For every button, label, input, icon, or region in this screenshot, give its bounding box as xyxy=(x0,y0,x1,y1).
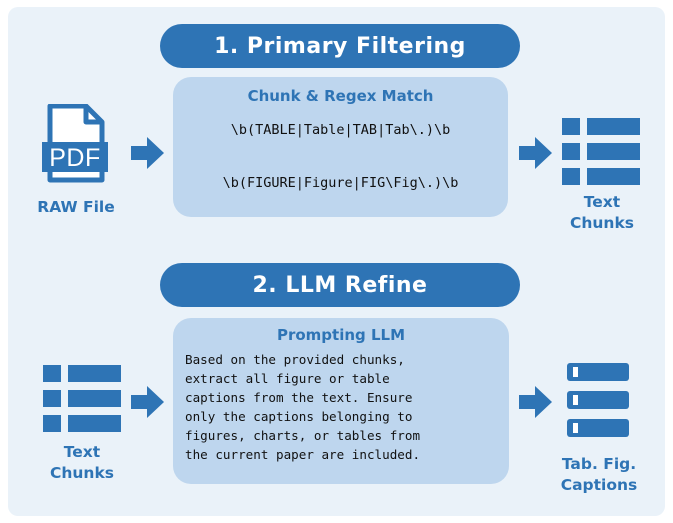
prompt-line: the current paper are included. xyxy=(185,447,421,462)
regex-table-pattern: \b(TABLE|Table|TAB|Tab\.)\b xyxy=(230,122,451,138)
regex-box-title: Chunk & Regex Match xyxy=(247,87,434,105)
text-chunks-input-label: Text Chunks xyxy=(30,442,134,484)
captions-list-icon xyxy=(567,363,629,437)
raw-file-label: RAW File xyxy=(37,198,115,216)
arrow-right-icon xyxy=(131,137,164,169)
text-chunks-label-line1: Text xyxy=(583,193,621,211)
text-chunks-label: Text Chunks xyxy=(550,192,654,234)
text-chunks-input-label-line1: Text xyxy=(63,443,101,461)
prompt-box: Prompting LLM Based on the provided chun… xyxy=(173,318,509,484)
prompt-box-title: Prompting LLM xyxy=(276,326,406,344)
section1-title: 1. Primary Filtering xyxy=(160,24,520,68)
captions-label-line1: Tab. Fig. xyxy=(561,455,637,473)
section2-title: 2. LLM Refine xyxy=(160,263,520,307)
prompt-line: figures, charts, or tables from xyxy=(185,428,421,443)
prompt-text: Based on the provided chunks, extract al… xyxy=(185,350,525,464)
arrow-right-icon xyxy=(519,386,552,418)
arrow-right-icon xyxy=(131,386,164,418)
prompt-line: only the captions belonging to xyxy=(185,409,413,424)
regex-figure-pattern: \b(FIGURE|Figure|FIG\Fig\.)\b xyxy=(222,175,459,191)
text-chunks-label-line2: Chunks xyxy=(569,214,634,232)
prompt-line: Based on the provided chunks, xyxy=(185,352,405,367)
text-chunks-icon xyxy=(43,365,121,432)
text-chunks-input-label-line2: Chunks xyxy=(49,464,114,482)
regex-box: Chunk & Regex Match \b(TABLE|Table|TAB|T… xyxy=(173,77,508,217)
pdf-icon-text: PDF xyxy=(49,144,101,172)
prompt-line: extract all figure or table xyxy=(185,371,390,386)
captions-label: Tab. Fig. Captions xyxy=(540,454,658,496)
prompt-line: captions from the text. Ensure xyxy=(185,390,413,405)
arrow-right-icon xyxy=(519,137,552,169)
text-chunks-icon xyxy=(562,118,640,185)
captions-label-line2: Captions xyxy=(560,476,638,494)
pdf-file-icon: PDF xyxy=(42,104,108,183)
